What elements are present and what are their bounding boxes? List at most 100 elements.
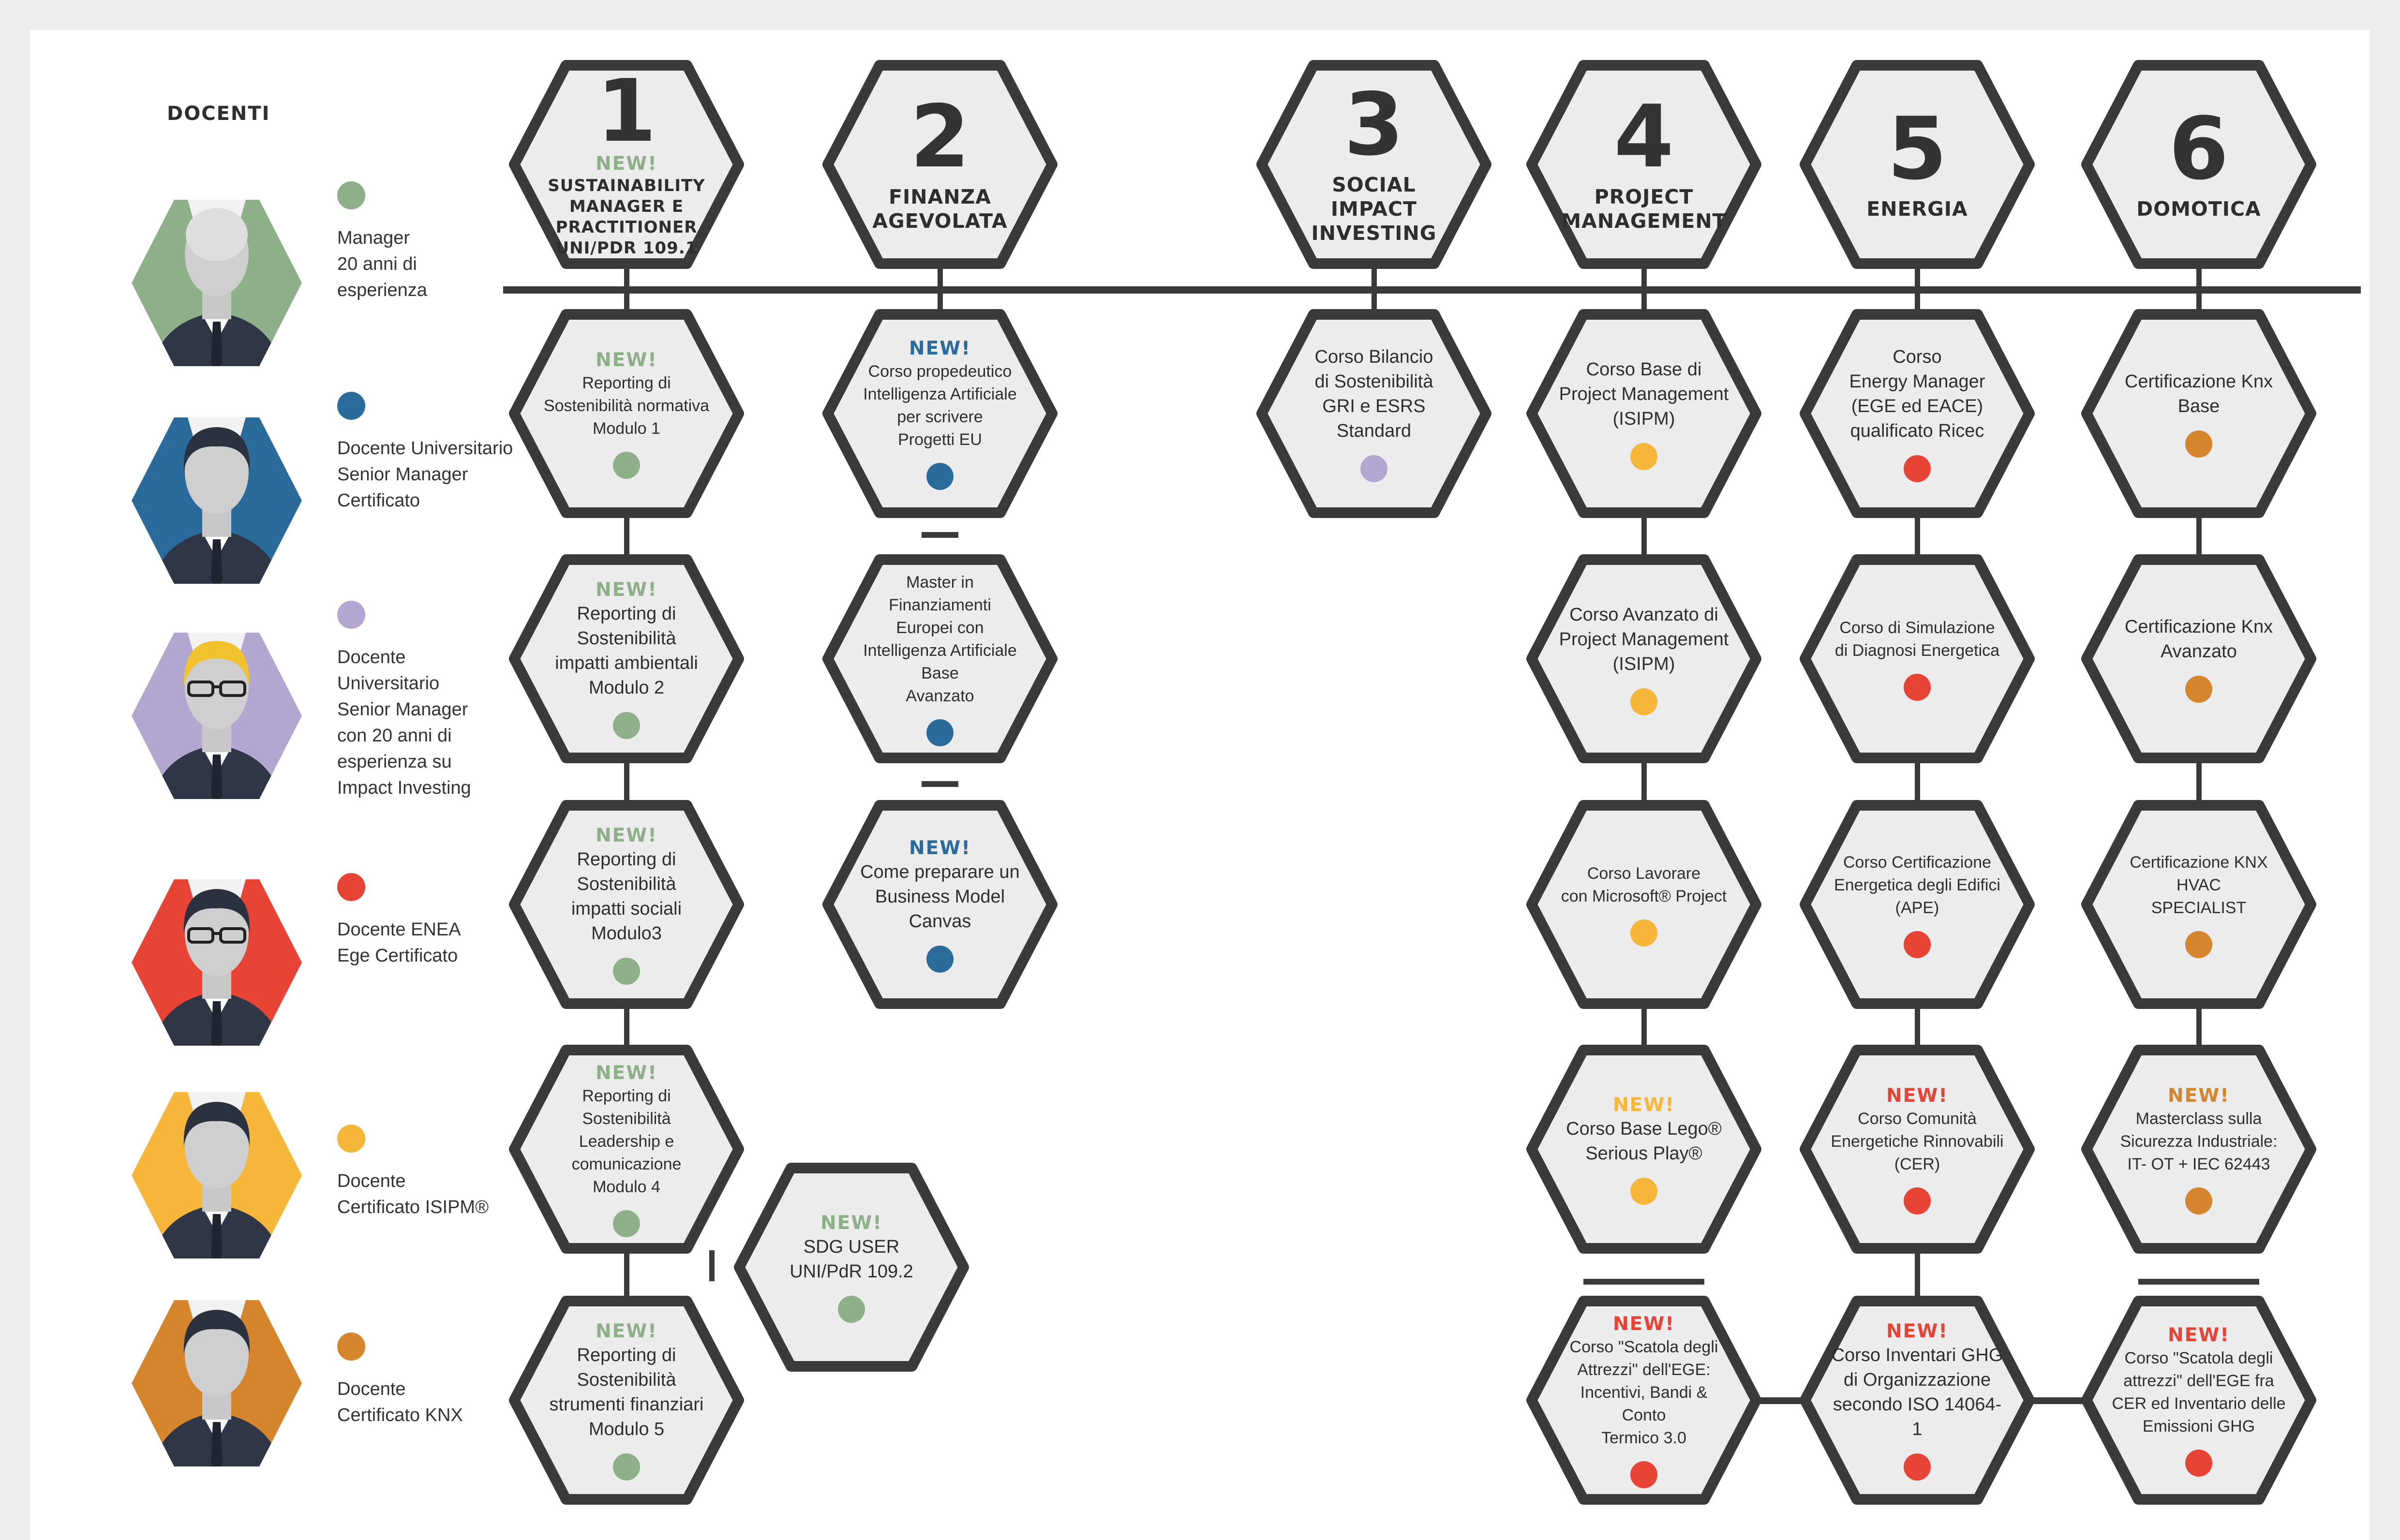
column-title-line: MANAGER E <box>569 197 684 216</box>
header-hex-5-shape <box>1800 60 2035 269</box>
course-text-line: impatti ambientali <box>555 653 698 673</box>
teacher-color-dot <box>1630 443 1657 470</box>
column-title-line: MANAGEMENT <box>1561 209 1727 233</box>
teacher-avatar-1 <box>130 181 304 385</box>
course-text-line: Energetica degli Edifici <box>1834 875 2000 894</box>
course-text-line: Corso Lavorare <box>1587 864 1701 883</box>
course-text-line: Sostenibilità <box>582 1109 671 1128</box>
teacher-color-dot <box>1360 455 1387 482</box>
course-text-line: Corso Bilancio <box>1314 347 1433 367</box>
teacher-color-dot <box>613 1210 640 1237</box>
column-number: 1 <box>596 61 656 161</box>
course-hex-1-side-shape <box>734 1163 969 1372</box>
column-title-line: IMPACT <box>1330 197 1417 221</box>
teacher-avatar-5 <box>130 1074 304 1277</box>
course-hex-6-5-shape <box>2081 1296 2316 1505</box>
course-text-line: Modulo 1 <box>593 419 660 438</box>
teacher-avatar-4 <box>130 861 304 1064</box>
legend-text-line: Docente <box>337 647 406 667</box>
course-text-line: (CER) <box>1894 1155 1940 1173</box>
course-text-line: Masterclass sulla <box>2135 1109 2262 1128</box>
legend-text-line: Manager <box>337 228 410 248</box>
course-text-line: strumenti finanziari <box>549 1394 704 1415</box>
course-hex-4-4[interactable]: NEW!Corso Base Lego®Serious Play® <box>1523 1043 1765 1255</box>
course-text-line: Corso propedeutico <box>868 362 1012 381</box>
course-text-line: Modulo 4 <box>593 1177 660 1196</box>
timeline-main-line <box>503 286 2361 294</box>
course-text-line: CER ed Inventario delle <box>2112 1394 2286 1413</box>
avatar-icon <box>132 879 302 1046</box>
legend-text-line: esperienza su <box>337 752 452 772</box>
course-hex-2-2-shape <box>822 554 1058 763</box>
course-text-line: Project Management <box>1559 384 1729 404</box>
course-text-line: GRI e ESRS <box>1322 396 1426 416</box>
course-hex-4-2-shape <box>1526 554 1761 763</box>
course-text-line: (ISIPM) <box>1612 408 1675 429</box>
course-text-line: Certificazione Knx <box>2124 617 2273 637</box>
legend-text-line: Docente <box>337 1171 406 1191</box>
legend-text-line: 20 anni di <box>337 254 417 274</box>
course-hex-4-4-content: NEW!Corso Base Lego®Serious Play® <box>1557 1043 1731 1255</box>
course-text-line: Business Model <box>875 886 1005 907</box>
course-hex-5-2-shape <box>1800 554 2035 763</box>
column-number: 2 <box>910 87 970 187</box>
course-text-line: Progetti EU <box>898 430 982 449</box>
new-badge: NEW! <box>1886 1084 1949 1107</box>
column-title-line: INVESTING <box>1311 222 1437 245</box>
teacher-color-dot <box>613 451 640 479</box>
course-hex-5-3-shape <box>1800 800 2035 1009</box>
legend-text-line: Certificato KNX <box>337 1405 463 1425</box>
course-text-line: Corso Base Lego® <box>1566 1119 1722 1139</box>
teacher-color-dot <box>1904 674 1931 701</box>
course-text-line: Emissioni GHG <box>2142 1417 2255 1436</box>
new-badge: NEW! <box>595 1320 658 1342</box>
column-2-separator-2 <box>922 781 958 787</box>
content-panel <box>30 30 2370 1540</box>
teacher-color-dot <box>926 945 954 973</box>
column-number: 5 <box>1887 99 1947 199</box>
teacher-avatar-3 <box>130 614 304 817</box>
course-text-line: Corso "Scatola degli <box>1569 1337 1718 1356</box>
course-hex-5-4-shape <box>1800 1045 2035 1254</box>
column-4-separator <box>1583 1279 1704 1285</box>
course-text-line: Avanzato <box>2161 641 2237 662</box>
